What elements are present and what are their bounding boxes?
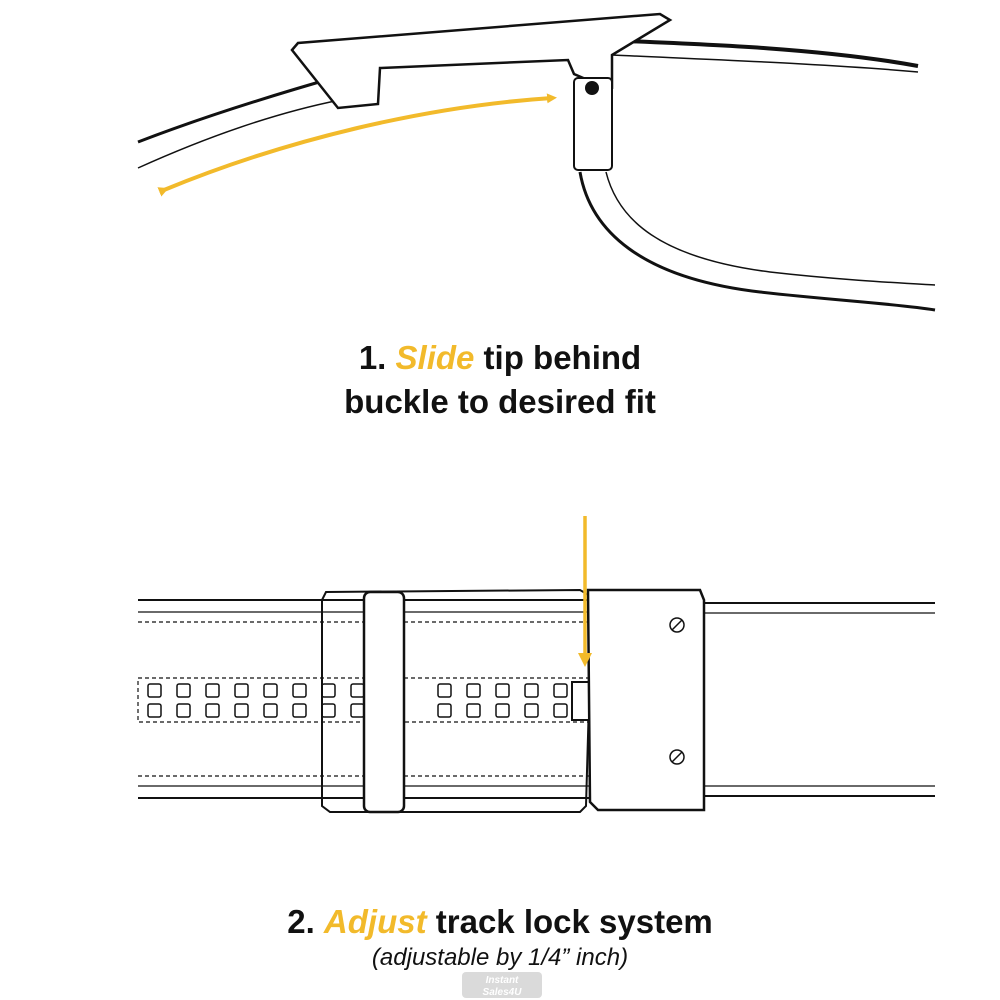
step1-caption: 1. Slide tip behind buckle to desired fi…: [0, 336, 1000, 424]
track-lock-illustration: [137, 516, 935, 814]
step2-rest: track lock system: [435, 903, 713, 940]
belt-strap-edge: [599, 38, 919, 68]
watermark-logo: Instant Sales4U: [462, 972, 542, 998]
ratchet-tooth: [321, 703, 336, 718]
slide-illustration: [137, 12, 936, 312]
hinge-pin: [585, 81, 599, 95]
belt-loop-edge: [605, 171, 936, 286]
belt-strap-edge: [611, 54, 919, 73]
svg-text:Instant: Instant: [486, 975, 519, 986]
ratchet-tooth: [495, 683, 510, 698]
ratchet-tooth: [466, 703, 481, 718]
ratchet-tooth: [234, 703, 249, 718]
ratchet-teeth: [147, 683, 568, 718]
buckle-hinge: [573, 77, 613, 171]
ratchet-tooth: [495, 703, 510, 718]
ratchet-tooth: [147, 683, 162, 698]
screw-bottom: [669, 749, 685, 765]
ratchet-tooth: [234, 683, 249, 698]
ratchet-tooth: [147, 703, 162, 718]
belt-keeper: [362, 590, 406, 814]
step2-number: 2.: [287, 903, 315, 940]
ratchet-tooth: [176, 683, 191, 698]
screw-top: [669, 617, 685, 633]
ratchet-tooth: [263, 683, 278, 698]
ratchet-tooth: [524, 683, 539, 698]
ratchet-tooth: [292, 703, 307, 718]
step2-note: (adjustable by 1/4” inch): [371, 944, 629, 971]
step1-line2: buckle to desired fit: [344, 383, 656, 420]
ratchet-tooth: [205, 703, 220, 718]
ratchet-tooth: [205, 683, 220, 698]
slide-direction-arrow: [157, 93, 557, 197]
step1-line1: 1. Slide tip behind: [0, 336, 1000, 380]
ratchet-tooth: [350, 683, 365, 698]
belt-tip: [321, 588, 594, 813]
belt-loop-edge: [578, 171, 936, 312]
ratchet-tooth: [466, 683, 481, 698]
ratchet-tooth: [437, 683, 452, 698]
step1-number: 1.: [358, 339, 387, 376]
step1-highlight: Slide: [395, 339, 475, 376]
ratchet-tooth: [292, 683, 307, 698]
ratchet-tooth: [176, 703, 191, 718]
step2-highlight: Adjust: [323, 903, 427, 940]
step2-caption: 2. Adjust track lock system: [0, 900, 1000, 944]
buckle-body: [586, 588, 706, 812]
ratchet-tooth: [553, 703, 568, 718]
ratchet-tooth: [437, 703, 452, 718]
step1-rest: tip behind: [483, 339, 642, 376]
ratchet-tooth: [350, 703, 365, 718]
svg-text:Sales4U: Sales4U: [483, 987, 523, 998]
ratchet-tooth: [553, 683, 568, 698]
ratchet-tooth: [321, 683, 336, 698]
ratchet-tooth: [263, 703, 278, 718]
ratchet-tooth: [524, 703, 539, 718]
